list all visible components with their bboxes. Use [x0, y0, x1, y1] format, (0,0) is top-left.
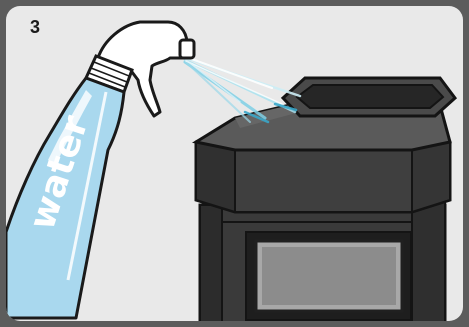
waste-bin [196, 78, 455, 327]
bin-body-side [200, 205, 222, 327]
spray-bottle: water [6, 22, 194, 318]
